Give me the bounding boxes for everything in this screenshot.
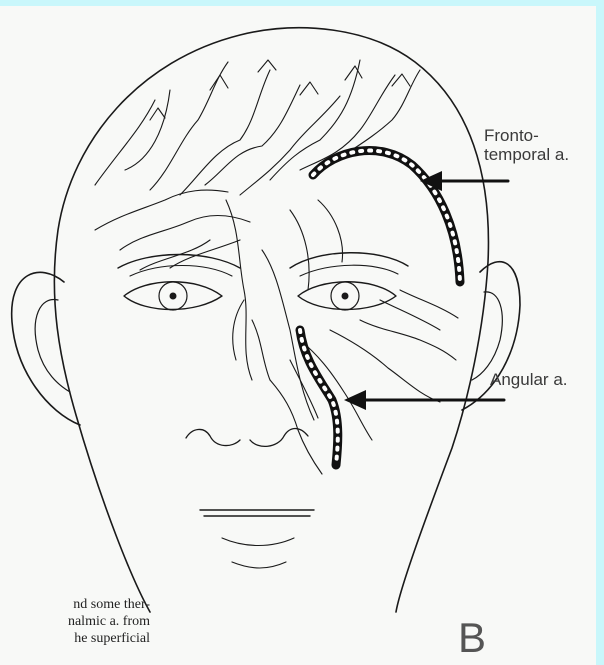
frontotemporal-label-line-1: Fronto- <box>484 126 569 145</box>
right-eyebrow-lower <box>300 265 398 276</box>
angular-label: Angular a. <box>490 370 568 389</box>
frontotemporal-artery <box>313 151 460 282</box>
caption-line-3: he superficial <box>0 630 150 647</box>
right-pupil <box>342 293 348 299</box>
left-ear-inner <box>35 300 70 392</box>
caption-line-1: nd some ther- <box>0 596 150 613</box>
vascular-network-cheek <box>270 290 458 474</box>
chin-line-1 <box>222 538 294 546</box>
chin-line-2 <box>232 562 286 568</box>
vascular-network-forehead <box>95 60 420 420</box>
nose <box>186 429 308 447</box>
angular-arrow-head <box>344 390 366 410</box>
frontotemporal-label-line-2: temporal a. <box>484 145 569 164</box>
frontotemporal-label: Fronto- temporal a. <box>484 126 569 164</box>
head-outline <box>54 28 488 612</box>
caption-fragment: nd some ther- nalmic a. from he superfic… <box>0 596 150 647</box>
left-ear <box>12 272 80 425</box>
caption-line-2: nalmic a. from <box>0 613 150 630</box>
left-pupil <box>170 293 176 299</box>
right-ear-inner <box>472 292 502 380</box>
frontotemporal-artery-markings <box>313 151 460 282</box>
panel-letter: B <box>458 616 486 660</box>
